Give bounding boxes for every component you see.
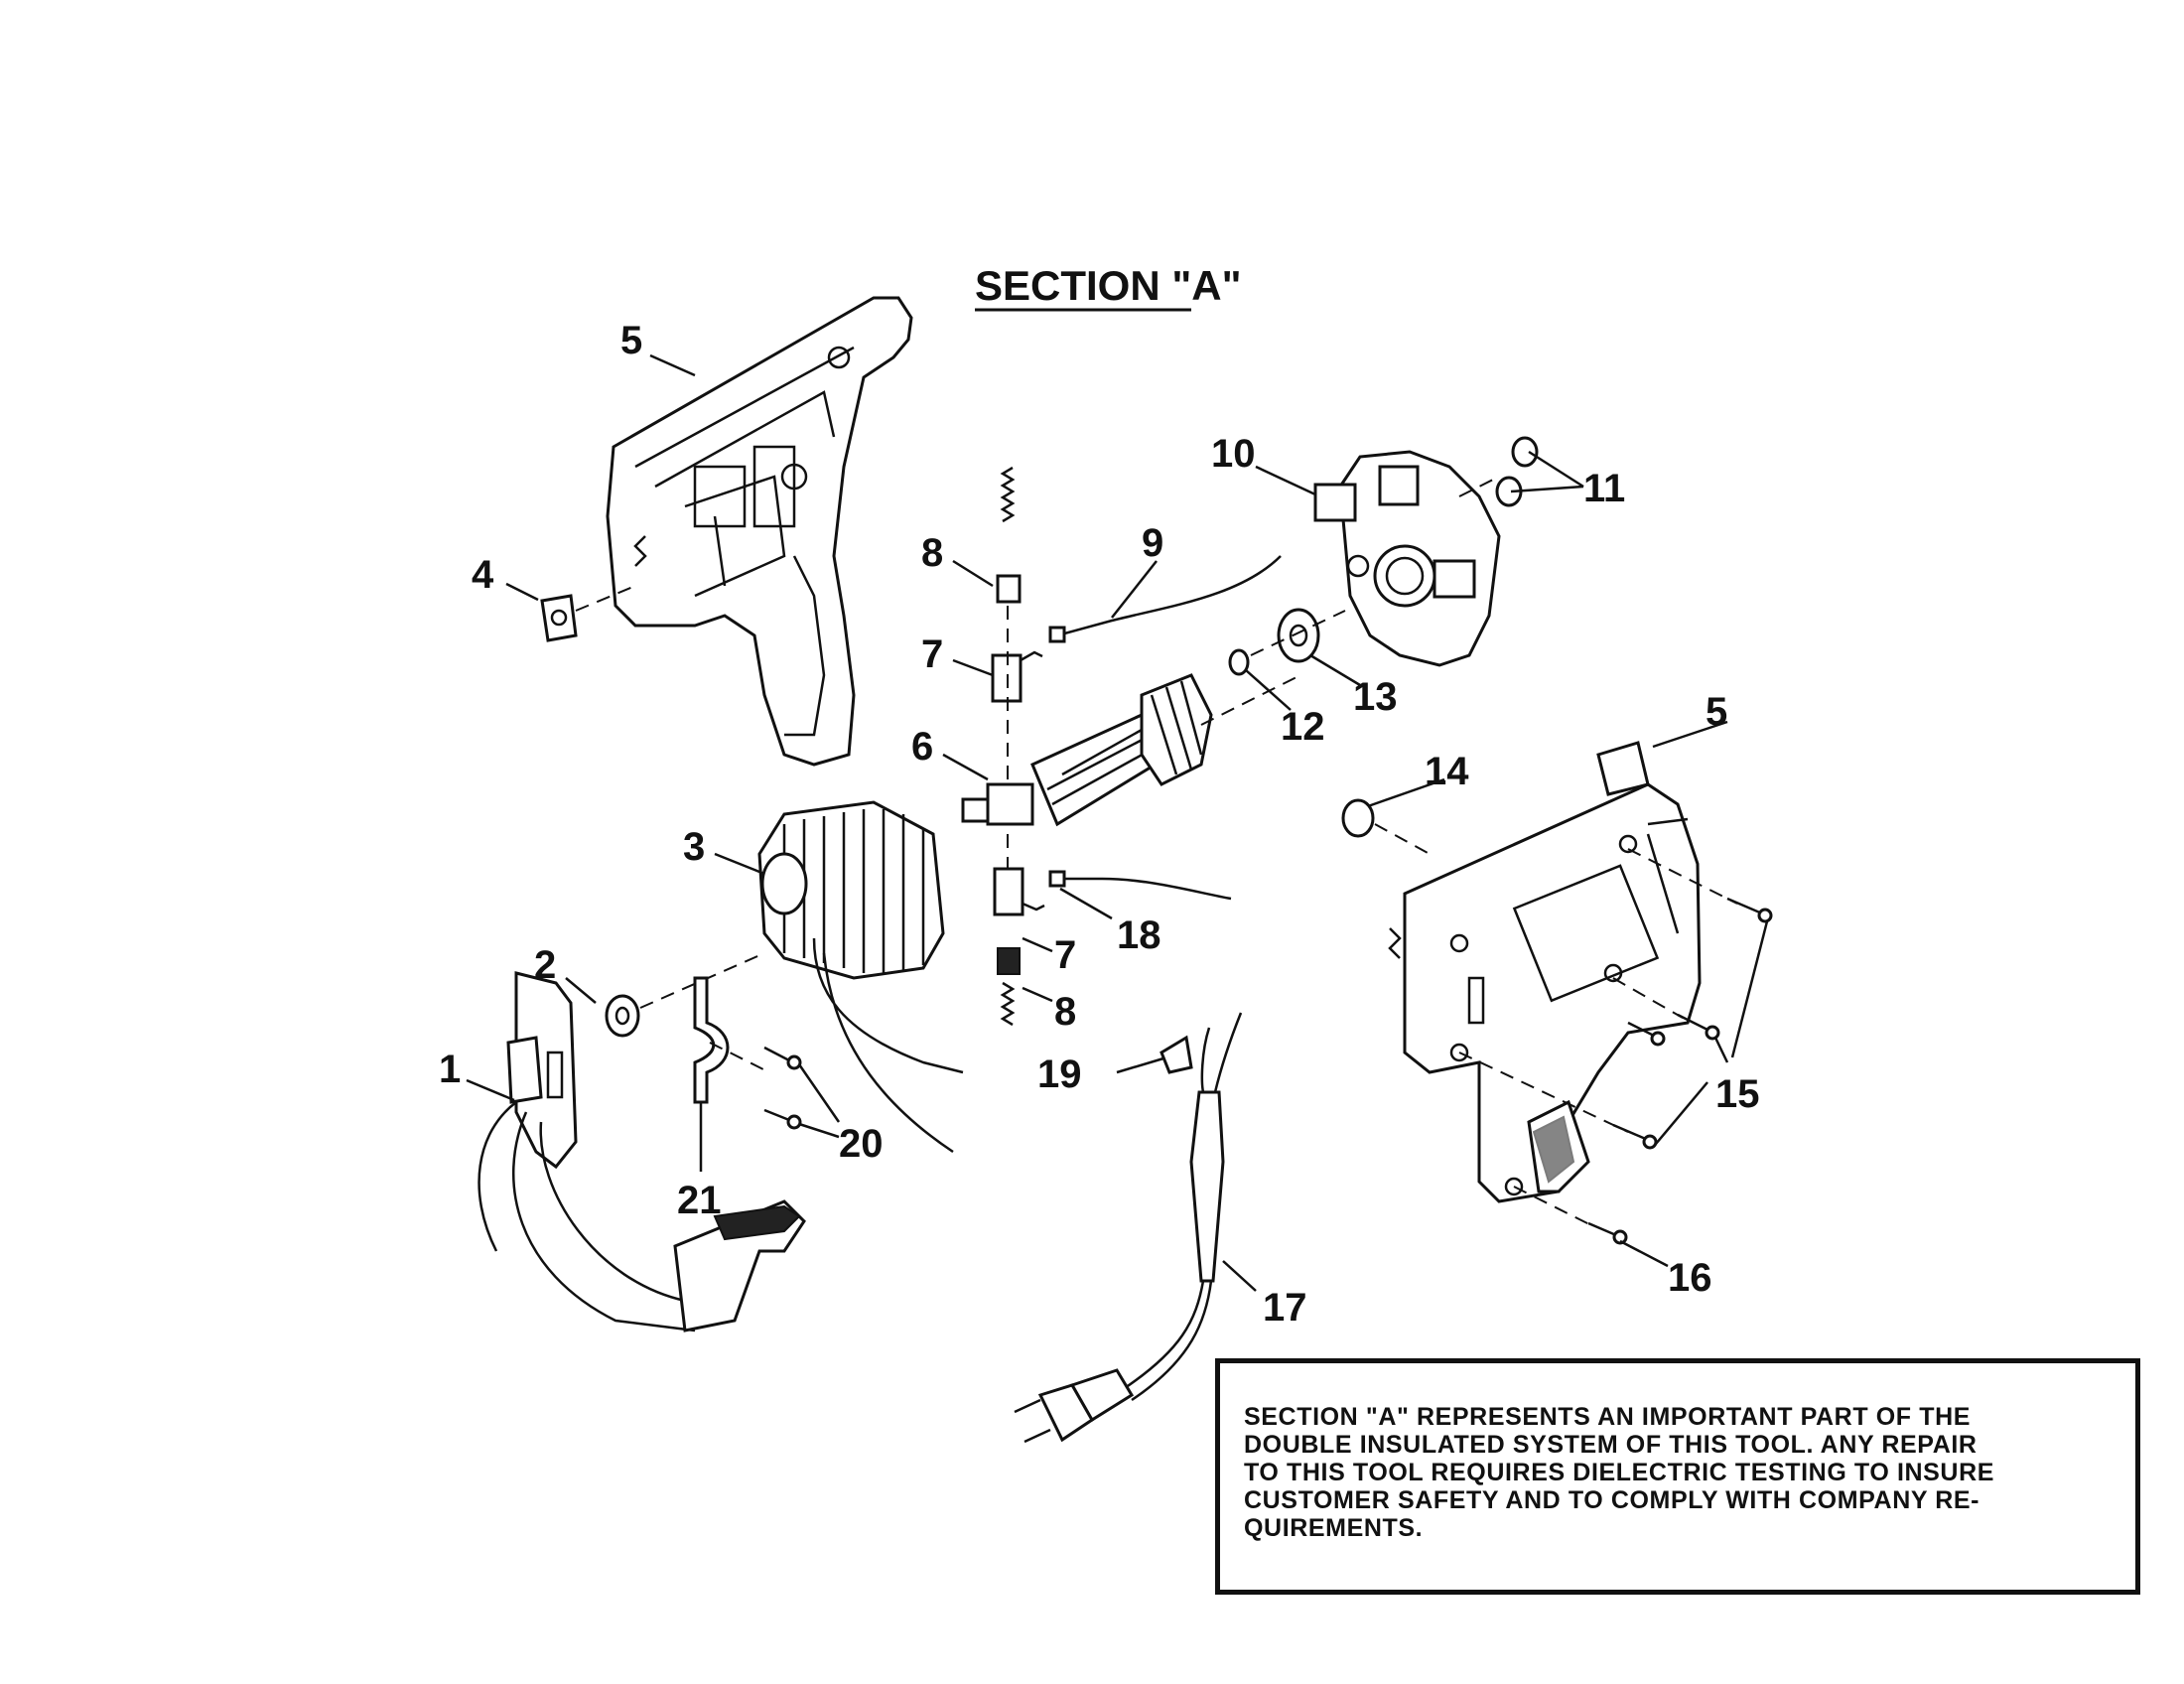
- brush-assembly-upper: [991, 466, 1043, 894]
- callout-12: 12: [1281, 705, 1325, 749]
- brush-assembly-lower: [993, 867, 1045, 1027]
- callout-1: 1: [439, 1048, 461, 1091]
- callout-18: 18: [1117, 913, 1161, 957]
- callout-16: 16: [1668, 1256, 1712, 1300]
- end-bell-axis: [1250, 610, 1346, 656]
- callout-10: 10: [1211, 432, 1256, 476]
- note-text: SECTION "A" REPRESENTS AN IMPORTANT PART…: [1244, 1403, 1995, 1542]
- callout-5-right: 5: [1706, 690, 1727, 734]
- callout-6: 6: [911, 725, 933, 769]
- lead-wire-18: [1057, 877, 1232, 901]
- part-4-nut: [540, 585, 636, 642]
- callout-21: 21: [677, 1179, 722, 1222]
- section-title: SECTION "A": [975, 262, 1242, 309]
- callout-7-top: 7: [921, 632, 943, 676]
- leader-lines: [466, 353, 1769, 1292]
- screw-16: [1513, 1186, 1628, 1245]
- washer-14: [1341, 798, 1431, 855]
- motor-field: [757, 800, 964, 1154]
- end-bell: [1313, 450, 1501, 667]
- lead-wire-9: [1056, 555, 1282, 637]
- screws-15: [1458, 848, 1773, 1150]
- callout-8-top: 8: [921, 531, 943, 575]
- screws-20: [709, 1042, 802, 1130]
- callouts: 5 4 8 7 9 6 10 11 12 13 5 14 3 18 7 8 2 …: [439, 319, 1760, 1330]
- switch-assembly: [478, 971, 806, 1333]
- callout-9: 9: [1142, 521, 1163, 565]
- dielectric-testing-note: SECTION "A" REPRESENTS AN IMPORTANT PART…: [1215, 1358, 2140, 1595]
- callout-15: 15: [1715, 1072, 1760, 1116]
- armature: [961, 673, 1301, 827]
- callout-13: 13: [1353, 675, 1398, 719]
- lead-wire-9-terminal: [1048, 626, 1066, 643]
- line-cord: [1014, 1012, 1243, 1444]
- bearing-2: [605, 952, 765, 1038]
- callout-17: 17: [1263, 1286, 1307, 1330]
- callout-11: 11: [1583, 467, 1625, 510]
- callout-5-left: 5: [620, 319, 642, 362]
- callout-19: 19: [1037, 1052, 1082, 1096]
- callout-14: 14: [1425, 750, 1469, 793]
- retaining-ring-12: [1228, 648, 1250, 676]
- cord-clamp-21: [693, 976, 730, 1104]
- callout-8-bottom: 8: [1054, 990, 1076, 1034]
- lead-wire-18-terminal: [1048, 870, 1066, 888]
- callout-7-bottom: 7: [1054, 933, 1076, 977]
- callout-4: 4: [472, 553, 494, 597]
- cord-connector-19: [1160, 1035, 1193, 1074]
- callout-2: 2: [534, 943, 556, 987]
- callout-3: 3: [683, 825, 705, 869]
- callout-20: 20: [839, 1122, 884, 1166]
- bearing-13: [1277, 608, 1320, 663]
- housing-left-half: [606, 296, 913, 767]
- housing-right-half: [1388, 741, 1702, 1203]
